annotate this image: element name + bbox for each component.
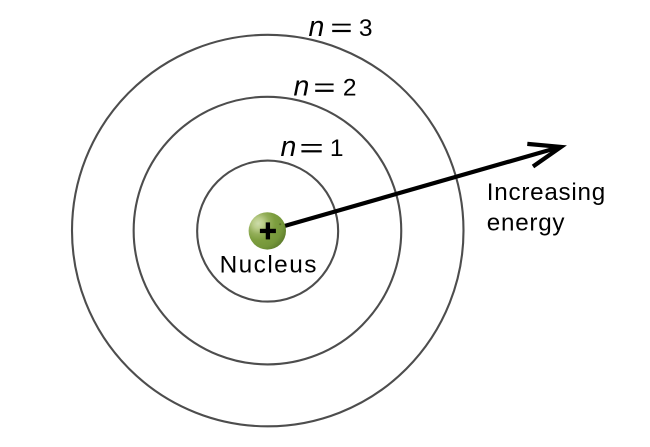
svg-text:2: 2: [343, 75, 357, 102]
svg-text:n: n: [294, 71, 310, 103]
svg-text:energy: energy: [487, 210, 566, 237]
svg-text:Increasing: Increasing: [487, 179, 606, 206]
svg-text:Nucleus: Nucleus: [220, 251, 318, 278]
svg-text:3: 3: [359, 15, 373, 42]
svg-text:n: n: [309, 11, 325, 43]
svg-text:1: 1: [330, 135, 344, 162]
svg-text:n: n: [281, 131, 297, 163]
